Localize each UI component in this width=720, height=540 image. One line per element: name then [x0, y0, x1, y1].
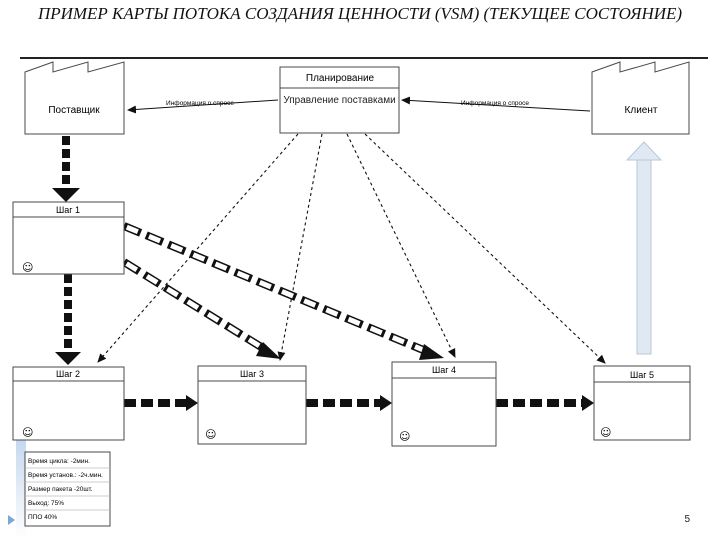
metric-setup-time: Время установ.: -2ч.мин. [28, 472, 103, 479]
schedule-line-step4 [346, 133, 456, 358]
step-1-label: Шаг 1 [56, 205, 80, 215]
process-data-box: Время цикла: -2мин. Время установ.: -2ч.… [24, 451, 111, 527]
push-arrow-step1-step4 [122, 222, 444, 360]
schedule-line-step5 [364, 133, 606, 364]
push-arrow-step1-step2 [55, 274, 81, 365]
step-box-1: Шаг 1 ☺ [12, 201, 125, 275]
planning-box: Планирование Управление поставками [279, 66, 400, 134]
schedule-line-step3 [277, 133, 323, 361]
push-arrow-step3-step4 [306, 395, 392, 411]
shipment-arrow-step5-customer [625, 141, 663, 355]
push-arrow-step2-step3 [124, 395, 198, 411]
metric-yield: Выход: 75% [28, 500, 64, 507]
supplier-label: Поставщик [48, 105, 100, 116]
operator-icon: ☺ [22, 261, 33, 274]
step-box-5: Шаг 5 ☺ [593, 365, 691, 441]
operator-icon: ☺ [22, 426, 33, 439]
step-box-3: Шаг 3 ☺ [197, 365, 307, 445]
metric-ppo: ППО 40% [28, 514, 57, 521]
metric-cycle-time: Время цикла: -2мин. [28, 458, 90, 465]
push-arrow-supplier-step1 [52, 136, 80, 202]
slide-accent-bar [16, 438, 26, 538]
info-flow-to-supplier [127, 99, 279, 114]
planning-header: Планирование [306, 73, 375, 84]
customer-factory: Клиент [591, 61, 690, 135]
planning-body: Управление поставками [283, 95, 396, 106]
push-arrow-step1-step3 [121, 258, 281, 359]
schedule-line-step2 [97, 133, 299, 363]
info-label-right: Информация о спросе [461, 100, 529, 107]
page-title: ПРИМЕР КАРТЫ ПОТОКА СОЗДАНИЯ ЦЕННОСТИ (V… [37, 4, 683, 23]
info-flow-from-customer [401, 96, 591, 112]
operator-icon: ☺ [600, 426, 611, 439]
title-underline [20, 57, 708, 59]
info-label-left: Информация о спросе [166, 100, 234, 107]
operator-icon: ☺ [399, 430, 410, 443]
step-3-label: Шаг 3 [240, 369, 264, 379]
step-2-label: Шаг 2 [56, 369, 80, 379]
step-5-label: Шаг 5 [630, 370, 654, 380]
supplier-factory: Поставщик [24, 61, 125, 135]
step-4-label: Шаг 4 [432, 365, 456, 375]
metric-batch-size: Размер пакета -20шт. [28, 486, 93, 493]
operator-icon: ☺ [205, 428, 216, 441]
slide-accent-arrow-icon [8, 515, 15, 525]
page-number: 5 [684, 514, 690, 525]
step-box-4: Шаг 4 ☺ [391, 361, 497, 447]
step-box-2: Шаг 2 ☺ [12, 366, 125, 441]
push-arrow-step4-step5 [496, 395, 594, 411]
customer-label: Клиент [625, 105, 658, 116]
